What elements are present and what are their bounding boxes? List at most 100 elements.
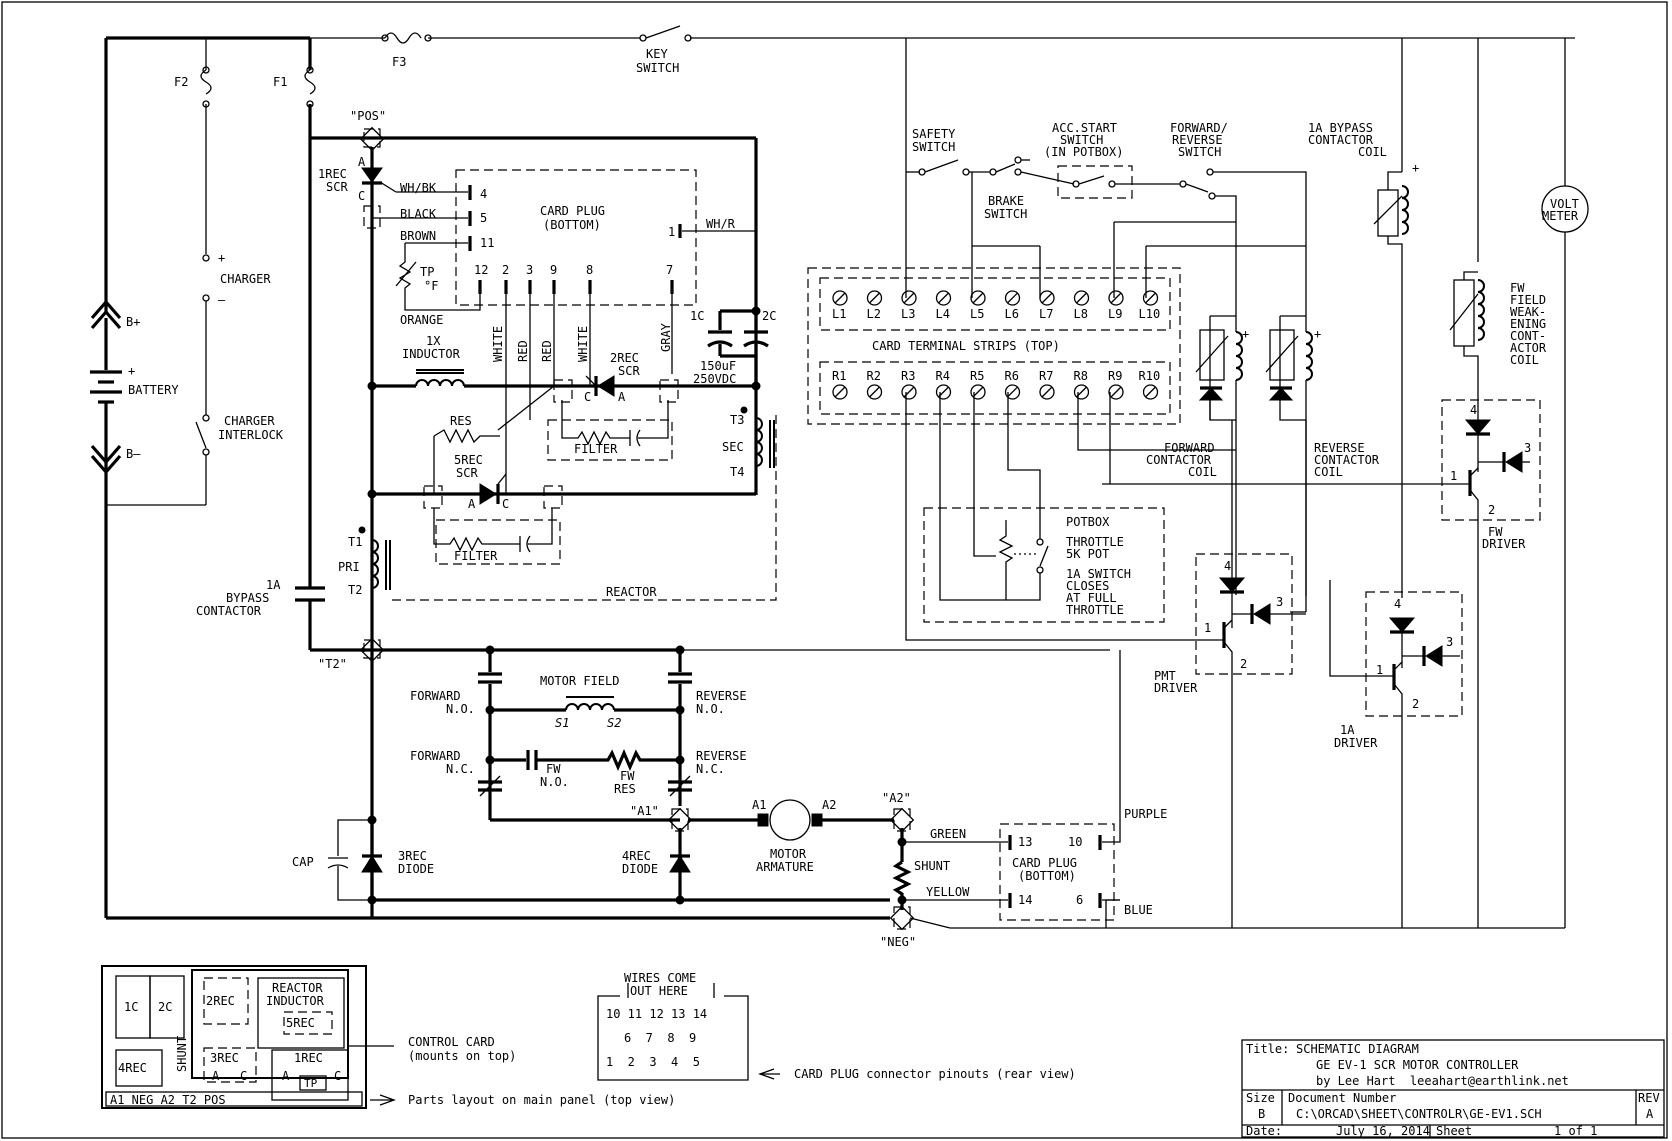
scr2-name-2: SCR: [618, 364, 640, 378]
reverse-nc-label: REVERSE: [696, 749, 747, 763]
motor-a2: A2: [822, 798, 836, 812]
pin-5: 5: [480, 211, 487, 225]
card-plug-title-2: (BOTTOM): [543, 218, 601, 232]
pmt-driver-pin1: 1: [1204, 621, 1211, 635]
fw-driver-pin2: 2: [1488, 503, 1495, 517]
potbox-pot-2: 5K POT: [1066, 547, 1109, 561]
potbox-sw-3: AT FULL: [1066, 591, 1117, 605]
date-value: July 16, 2014: [1336, 1124, 1430, 1138]
fuse-f1-label: F1: [273, 75, 287, 89]
layout-3rec-c: C: [240, 1069, 247, 1083]
terminal-label-r2: R2: [867, 369, 881, 383]
reactor-sec: SEC: [722, 440, 744, 454]
throttle-pot: [939, 392, 1014, 601]
terminal-label-l3: L3: [901, 307, 915, 321]
reactor-t1: T1: [348, 535, 362, 549]
layout-reactor: REACTOR: [272, 981, 323, 995]
reactor-primary: [371, 539, 379, 589]
scr2-a: A: [618, 390, 626, 404]
charger-plus: +: [218, 251, 225, 265]
pin-13: 13: [1018, 835, 1032, 849]
fwd-rev-label: FORWARD/: [1170, 121, 1228, 135]
layout-1rec-a: A: [282, 1069, 290, 1083]
layout-1rec-c: C: [334, 1069, 341, 1083]
fwd-rev-label-3: SWITCH: [1178, 145, 1221, 159]
fw-coil-label-7: COIL: [1510, 353, 1539, 367]
motor-armature: [769, 799, 811, 841]
fw-coil-label-3: WEAK-: [1510, 305, 1546, 319]
fw-coil-label: FW: [1510, 281, 1525, 295]
reverse-no-label-2: N.O.: [696, 702, 725, 716]
scr-2rec: [597, 375, 615, 397]
reactor-label: REACTOR: [606, 585, 657, 599]
layout-shunt: SHUNT: [175, 1036, 189, 1072]
card-plug-bottom: CARD PLUG (BOTTOM) WH/BK 4 BLACK 5 BROWN…: [372, 169, 756, 494]
pin-7: 7: [666, 263, 673, 277]
layout-2c: 2C: [158, 1000, 172, 1014]
terminal-screw-r8: [1073, 384, 1090, 400]
motor-field: [565, 703, 615, 711]
acc-start-switch: [1057, 165, 1133, 199]
filter-2rec: [547, 419, 673, 461]
scr5-name-2: SCR: [456, 466, 478, 480]
t2-node: [359, 637, 385, 663]
terminal-screw-l3: [901, 290, 917, 306]
terminal-screw-l2: [866, 290, 883, 306]
b-minus-label: B–: [126, 447, 141, 461]
reverse-no-label: REVERSE: [696, 689, 747, 703]
sheet-label: Sheet: [1436, 1124, 1472, 1138]
motor-section: "T2" FORWARD N.O. REVERSE N.O. MOTOR FIE…: [292, 637, 1120, 949]
potbox-sw-4: THROTTLE: [1066, 603, 1124, 617]
terminal-label-r9: R9: [1108, 369, 1122, 383]
shunt-yellow: YELLOW: [926, 885, 970, 899]
shunt-label: SHUNT: [914, 859, 950, 873]
shunt-green: GREEN: [930, 827, 966, 841]
wire-black: BLACK: [400, 207, 437, 221]
wire-blue: BLUE: [1124, 903, 1153, 917]
terminal-screw-r2: [866, 384, 883, 400]
terminal-screw-r4: [935, 384, 952, 400]
scr1-name-2: SCR: [326, 180, 348, 194]
pmt-driver-pin2: 2: [1240, 657, 1247, 671]
wire-purple: PURPLE: [1124, 807, 1167, 821]
neg-node-label: "NEG": [880, 935, 916, 949]
terminal-label-l2: L2: [867, 307, 881, 321]
fw-res-label-2: RES: [614, 782, 636, 796]
layout-1c: 1C: [124, 1000, 138, 1014]
title-line-1: SCHEMATIC DIAGRAM: [1296, 1042, 1419, 1056]
safety-switch-label-2: SWITCH: [912, 140, 955, 154]
brake-switch-label: BRAKE: [988, 194, 1024, 208]
card-plug-2-title-2: (BOTTOM): [1018, 869, 1076, 883]
voltmeter: [1541, 185, 1589, 233]
fw-res-label: FW: [620, 769, 635, 783]
a2-node-label: "A2": [882, 791, 911, 805]
card-plug-pinout: WIRES COME OUT HERE 10 11 12 13 14 6 7 8…: [597, 971, 1076, 1081]
forward-nc-label-2: N.C.: [446, 762, 475, 776]
reactor-t2: T2: [348, 583, 362, 597]
terminal-label-r4: R4: [936, 369, 950, 383]
safety-switch-label: SAFETY: [912, 127, 956, 141]
pin-14: 14: [1018, 893, 1032, 907]
wire-red-1: RED: [516, 340, 530, 362]
pmt-driver-label-2: DRIVER: [1154, 681, 1198, 695]
pin-11: 11: [480, 236, 494, 250]
reactor-t3: T3: [730, 413, 744, 427]
motor-a1: A1: [752, 798, 766, 812]
wire-orange: ORANGE: [400, 313, 443, 327]
filter-2rec-label: FILTER: [574, 442, 618, 456]
a1-node-label: "A1": [630, 804, 659, 818]
layout-5rec: 5REC: [286, 1016, 315, 1030]
pos-node-label: "POS": [350, 109, 386, 123]
terminal-screw-r1: [832, 384, 848, 400]
title-label: Title:: [1246, 1042, 1289, 1056]
diode-3rec-label-2: DIODE: [398, 862, 434, 876]
card-plug-2-title: CARD PLUG: [1012, 856, 1077, 870]
forward-coil-plus: +: [1242, 327, 1249, 341]
terminal-screw-r3: [901, 384, 917, 400]
filter-5rec: [435, 519, 561, 565]
fuse-f3-label: F3: [392, 55, 406, 69]
title-line-2: GE EV-1 SCR MOTOR CONTROLLER: [1316, 1058, 1519, 1072]
card-plug-title: CARD PLUG: [540, 204, 605, 218]
neg-node: [889, 905, 915, 931]
fw-driver-label-2: DRIVER: [1482, 537, 1526, 551]
